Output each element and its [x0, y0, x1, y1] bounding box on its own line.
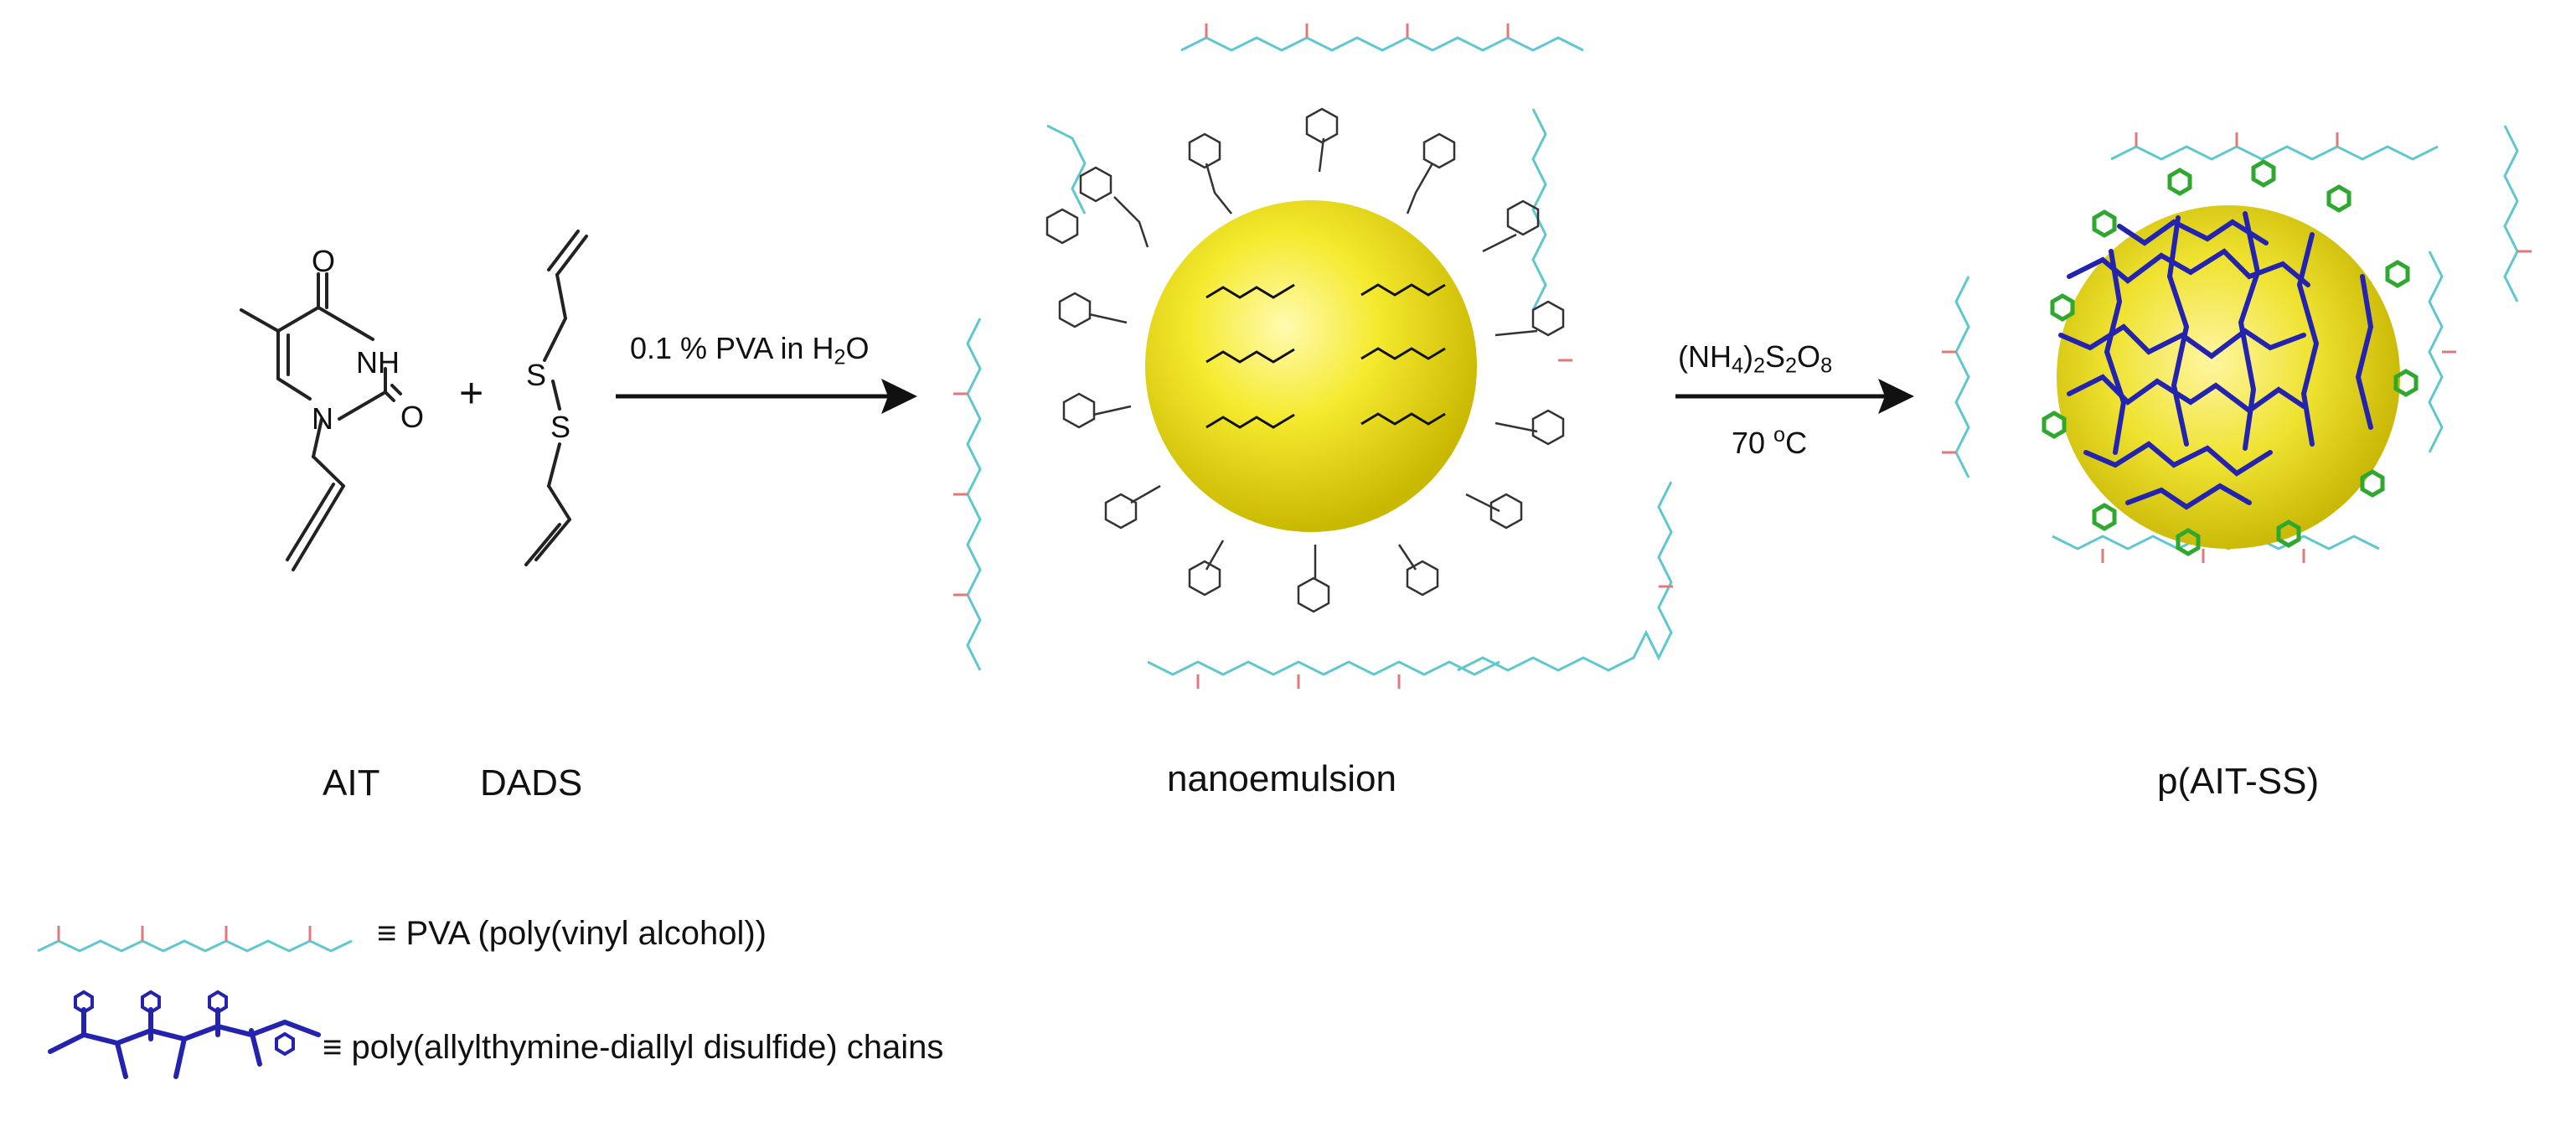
step2-sub3: 2 — [1785, 354, 1798, 378]
legend-polymer-label: ≡ poly(allylthymine-diallyl disulfide) c… — [323, 1029, 944, 1066]
step1-suffix: O — [845, 331, 870, 365]
legend-pva-hydroxyls — [57, 926, 312, 941]
legend-pva-swatch — [37, 939, 353, 953]
dads-sulfur-2-label: S — [550, 410, 570, 444]
product-polymer-network — [2058, 211, 2374, 510]
ait-nh-label: NH — [356, 345, 400, 380]
product-pva-hydroxyls — [1942, 132, 2532, 563]
label-product: p(AIT-SS) — [2157, 761, 2320, 802]
ait-oxygen-top-label: O — [312, 244, 335, 278]
step2-c: S — [1765, 339, 1786, 374]
ait-molecule-structure — [240, 272, 402, 571]
step2-sub4: 8 — [1820, 354, 1833, 378]
label-dads: DADS — [480, 762, 583, 804]
step2-reagent: (NH4)2S2O8 — [1678, 339, 1832, 378]
plus-sign: + — [459, 369, 483, 416]
ait-nitrogen-label: N — [312, 401, 333, 436]
reaction-arrow-1 — [616, 379, 917, 414]
product-thymine-groups — [2042, 159, 2419, 556]
step2-d: O — [1797, 339, 1821, 374]
legend-pva-label: ≡ PVA (poly(vinyl alcohol)) — [377, 915, 767, 952]
nanoemulsion-pva-hydroxyls — [953, 23, 1673, 689]
step1-conditions: 0.1 % PVA in H2O — [630, 331, 870, 369]
step2-a: (NH — [1678, 339, 1732, 374]
dads-sulfur-1-label: S — [526, 358, 546, 392]
step1-sub: 2 — [834, 345, 846, 369]
reaction-arrow-2 — [1675, 379, 1914, 414]
nanoemulsion-droplet — [1145, 200, 1477, 532]
nanoemulsion-ait-allyl-tails — [1088, 137, 1538, 578]
dads-molecule-structure — [524, 230, 588, 566]
step2-sub2: 2 — [1753, 354, 1766, 378]
legend-polymer-thymine — [74, 990, 295, 1057]
nanoemulsion-ait-ring — [1045, 107, 1565, 613]
step2-sub1: 4 — [1731, 354, 1743, 378]
step2-temp-value: 70 — [1732, 425, 1774, 460]
step2-degree: o — [1773, 423, 1786, 447]
step2-b: ) — [1743, 339, 1753, 374]
label-nanoemulsion: nanoemulsion — [1167, 758, 1396, 799]
label-ait: AIT — [323, 762, 380, 804]
step2-temperature: 70 oC — [1732, 423, 1807, 461]
step2-unit: C — [1785, 425, 1808, 460]
nanoemulsion-dads-in-droplet — [1205, 283, 1446, 429]
nanoemulsion-pva-chains — [966, 36, 1673, 676]
ait-oxygen-right-label: O — [400, 400, 424, 434]
step1-text: 0.1 % PVA in H — [630, 331, 834, 365]
product-particle-core — [2057, 205, 2400, 549]
